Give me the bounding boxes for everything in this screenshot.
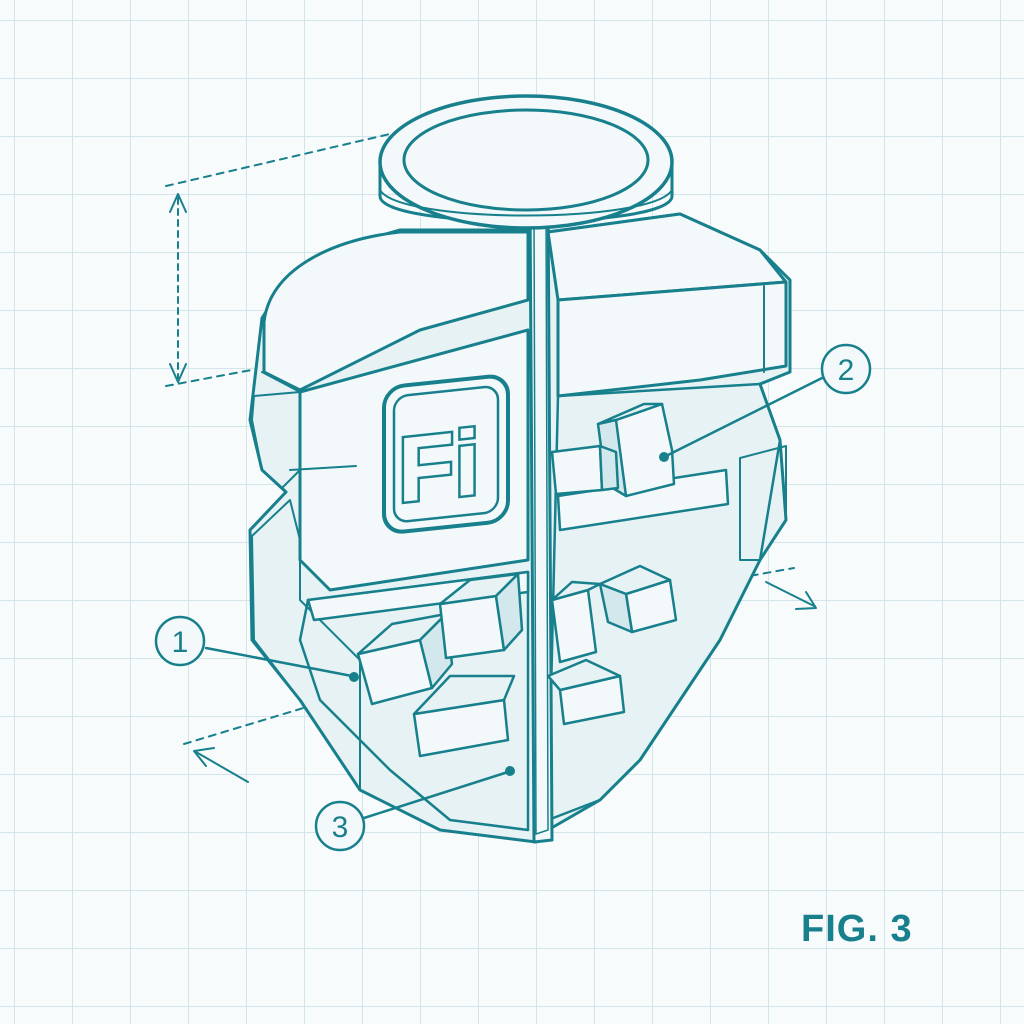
callout-2-label: 2 — [838, 354, 855, 387]
logo-text: Fi — [398, 410, 480, 522]
component-cubes — [356, 402, 678, 758]
device-body: Fi — [248, 194, 792, 844]
callout-3-label: 3 — [332, 811, 349, 844]
logo-badge: Fi — [382, 374, 510, 534]
cube-upper-middle — [550, 444, 620, 496]
cube-lower-bottom — [412, 674, 516, 758]
cube-right-3 — [546, 658, 626, 726]
height-dimension — [165, 133, 391, 387]
callout-1-label: 1 — [172, 626, 189, 659]
callout-1: 1 — [154, 615, 359, 682]
cube-lower-center — [438, 572, 524, 660]
callout-3: 3 — [314, 766, 515, 852]
cube-lower-left — [356, 612, 454, 706]
depth-dimension-left — [183, 699, 331, 783]
cube-right-2 — [598, 564, 678, 634]
cap — [378, 94, 674, 230]
cube-right-1 — [550, 580, 602, 664]
figure-label: FIG. 3 — [801, 908, 913, 950]
callout-2: 2 — [659, 343, 872, 462]
depth-dimension-right — [737, 567, 817, 610]
